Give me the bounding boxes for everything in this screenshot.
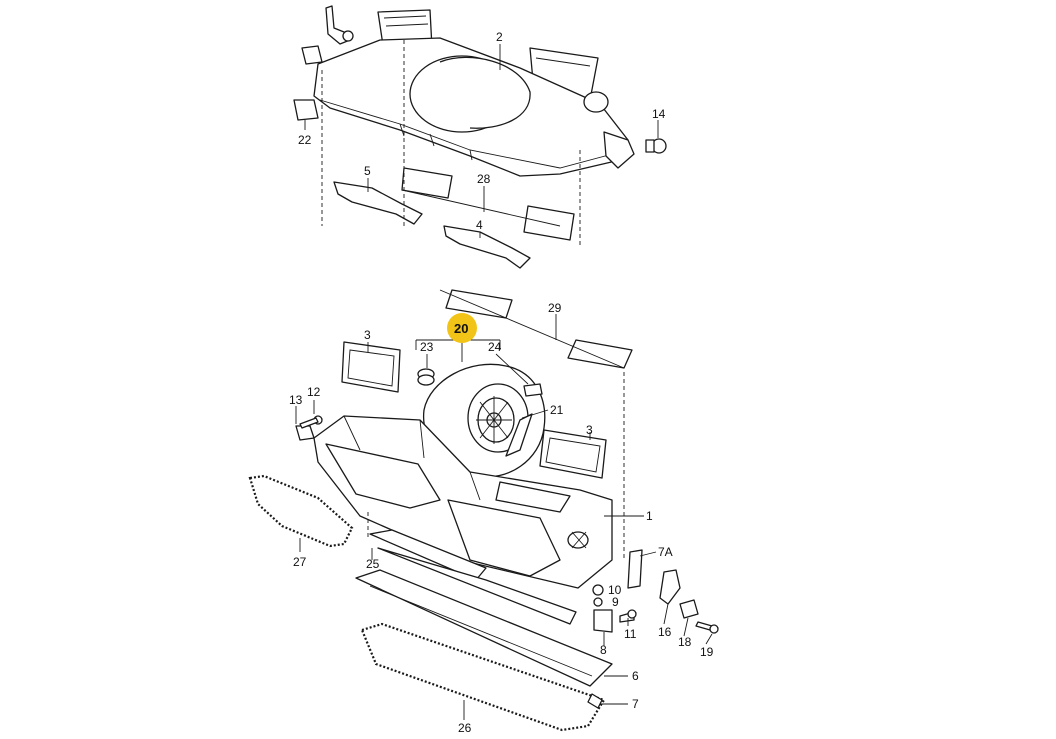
part-28-flap-rod bbox=[401, 167, 575, 241]
callout-18: 18 bbox=[678, 635, 692, 649]
callout-1: 1 bbox=[646, 509, 653, 523]
callout-8: 8 bbox=[600, 643, 607, 657]
part-4-flap bbox=[443, 225, 531, 269]
part-25-cover-strip bbox=[369, 529, 577, 625]
part-3-filter-right bbox=[539, 429, 607, 479]
part-9-washer bbox=[593, 597, 603, 607]
callout-27: 27 bbox=[293, 555, 307, 569]
callout-25: 25 bbox=[366, 557, 380, 571]
callout-2: 2 bbox=[496, 30, 503, 44]
callout-22: 22 bbox=[298, 133, 312, 147]
part-7-screw bbox=[587, 693, 603, 709]
callout-3-left: 3 bbox=[364, 328, 371, 342]
part-5-flap bbox=[333, 181, 423, 225]
part-22-clip bbox=[293, 99, 319, 121]
callout-21: 21 bbox=[550, 403, 564, 417]
callout-28: 28 bbox=[477, 172, 491, 186]
part-26-gasket bbox=[360, 622, 606, 732]
callout-labels: 2 14 22 5 28 4 29 20 3 23 24 12 13 21 3 … bbox=[289, 30, 714, 735]
part-10-nut bbox=[592, 584, 604, 596]
callout-20: 20 bbox=[454, 321, 468, 336]
callout-9: 9 bbox=[612, 595, 619, 609]
part-11-screw bbox=[619, 609, 637, 623]
callout-26: 26 bbox=[458, 721, 472, 735]
callout-11: 11 bbox=[624, 627, 637, 641]
part-16-bracket bbox=[659, 569, 681, 605]
callout-10: 10 bbox=[608, 583, 622, 597]
callout-13: 13 bbox=[289, 393, 303, 407]
part-8-bracket bbox=[593, 609, 613, 633]
callout-19: 19 bbox=[700, 645, 714, 659]
part-23-bearing bbox=[417, 368, 435, 386]
part-7a-bracket bbox=[627, 549, 643, 589]
part-18-clip bbox=[679, 599, 699, 619]
part-6-bottom-tray bbox=[355, 569, 613, 687]
part-29-flap-rod bbox=[439, 289, 633, 369]
part-27-gasket bbox=[248, 474, 354, 548]
callout-7a: 7A bbox=[658, 545, 673, 559]
callout-14: 14 bbox=[652, 107, 666, 121]
part-19-screw bbox=[695, 621, 719, 634]
part-1-blower-housing bbox=[313, 415, 613, 589]
callout-23: 23 bbox=[420, 340, 434, 354]
upper-housing-assembly bbox=[301, 5, 635, 177]
highlight-marker bbox=[447, 313, 477, 343]
part-24-clip bbox=[523, 383, 543, 397]
callout-16: 16 bbox=[658, 625, 672, 639]
callout-29: 29 bbox=[548, 301, 562, 315]
callout-7: 7 bbox=[632, 697, 639, 711]
callout-24: 24 bbox=[488, 340, 502, 354]
callout-4: 4 bbox=[476, 218, 483, 232]
part-12-13-screw-clip bbox=[295, 415, 323, 441]
part-3-filter-left bbox=[341, 341, 401, 393]
callout-12: 12 bbox=[307, 385, 321, 399]
callout-5: 5 bbox=[364, 164, 371, 178]
callout-6: 6 bbox=[632, 669, 639, 683]
callout-3-right: 3 bbox=[586, 423, 593, 437]
part-14-knob bbox=[645, 138, 667, 154]
